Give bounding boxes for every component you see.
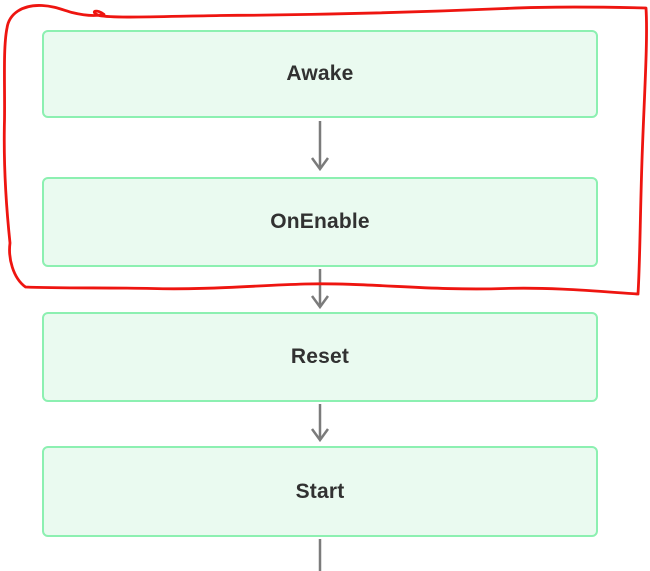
- flowchart-node-awake: Awake: [42, 30, 598, 118]
- flowchart-node-start: Start: [42, 446, 598, 537]
- arrow-down-icon: [310, 269, 330, 310]
- flowchart-node-onenable: OnEnable: [42, 177, 598, 267]
- node-label-reset: Reset: [290, 345, 350, 368]
- flowchart-node-reset: Reset: [42, 312, 598, 402]
- node-label-start: Start: [295, 479, 345, 503]
- arrow-down-icon: [310, 121, 330, 172]
- arrow-down-icon: [310, 404, 330, 443]
- node-label-awake: Awake: [286, 62, 354, 85]
- connector-line: [318, 539, 322, 571]
- node-label-onenable: OnEnable: [270, 210, 370, 233]
